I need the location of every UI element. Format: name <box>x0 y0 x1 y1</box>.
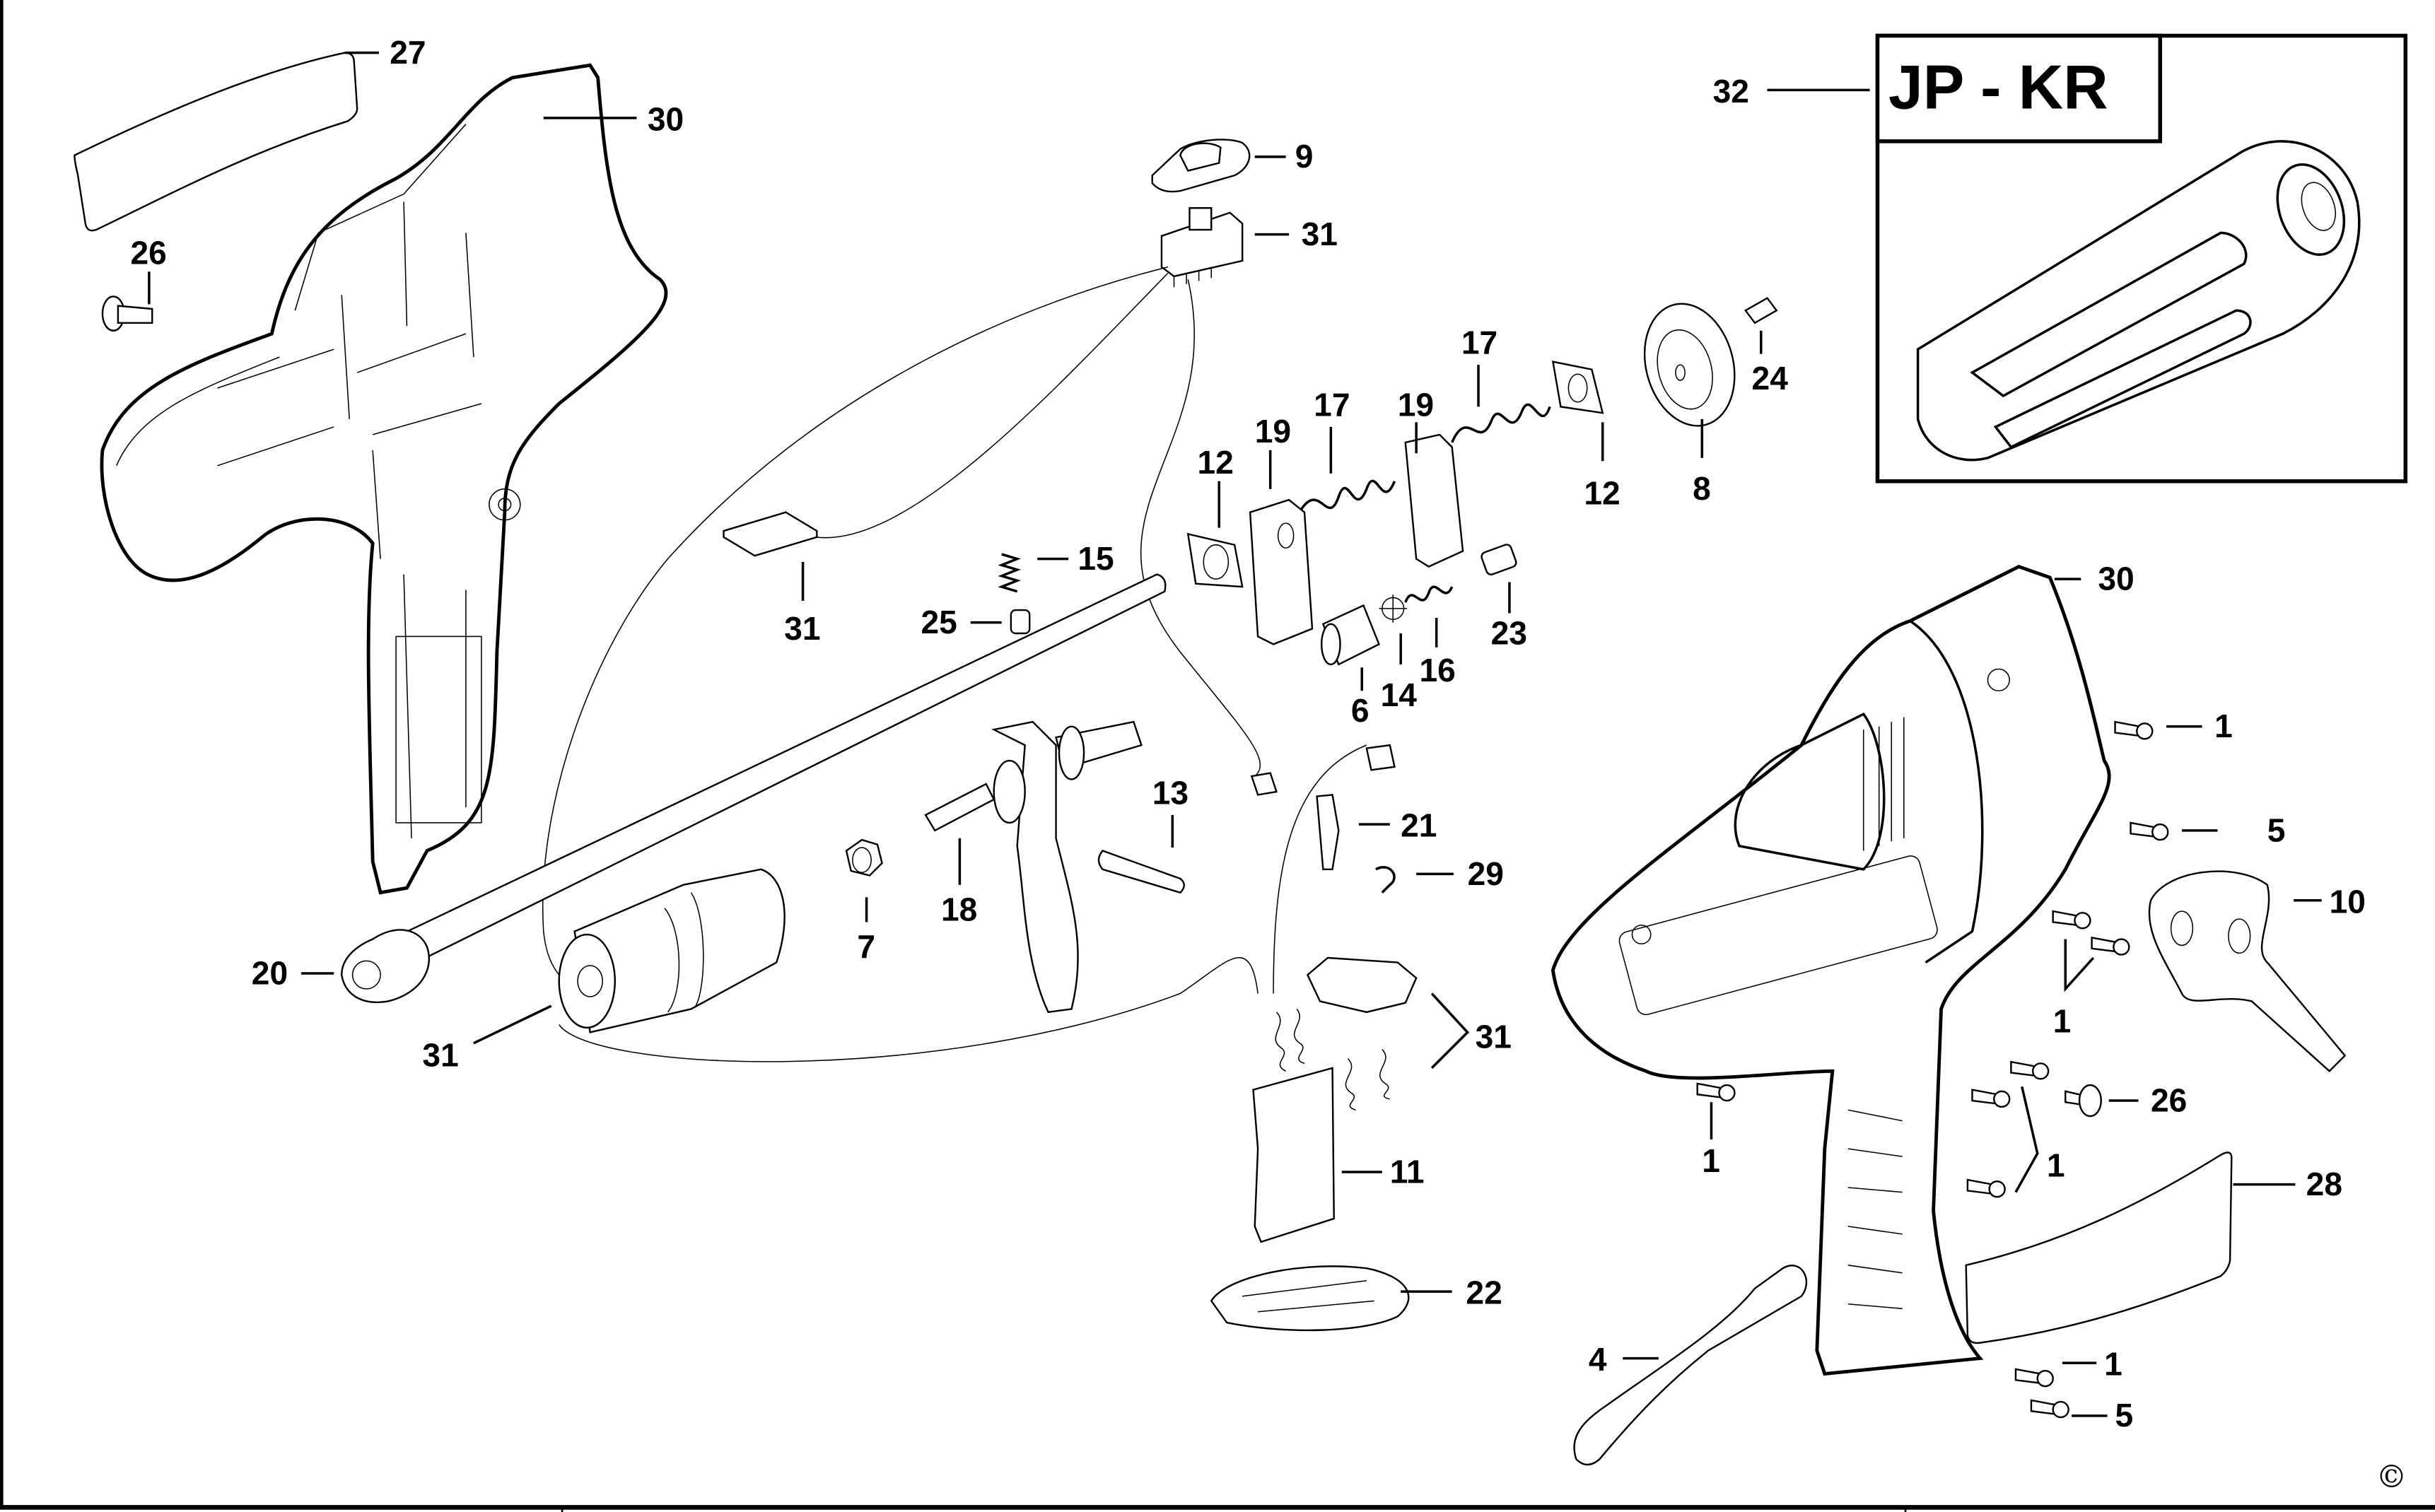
callout-22[interactable]: 22 <box>1466 1274 1502 1311</box>
callout-5-top[interactable]: 5 <box>2267 811 2286 848</box>
torsion-spring-29-drawing[interactable] <box>1375 866 1396 893</box>
region-variant-box <box>1875 33 2408 484</box>
trigger-18-drawing[interactable] <box>924 720 1143 1014</box>
callout-26-left[interactable]: 26 <box>131 234 167 271</box>
pin-13-drawing[interactable] <box>1097 850 1185 894</box>
clip-drawing[interactable] <box>1365 744 1396 771</box>
callout-7[interactable]: 7 <box>857 928 875 965</box>
leader-lines <box>148 51 2322 1417</box>
valve-23-drawing[interactable] <box>1481 544 1518 576</box>
screw-1-lower-c-drawing[interactable] <box>1966 1178 2006 1198</box>
switch-31-drawing[interactable] <box>1160 207 1244 288</box>
callout-16[interactable]: 16 <box>1420 652 1456 688</box>
spring-15-drawing[interactable] <box>998 553 1021 593</box>
copyright-mark: © <box>2376 1459 2407 1495</box>
callout-24[interactable]: 24 <box>1752 360 1789 397</box>
screw-1-lower-b-drawing[interactable] <box>1971 1089 2011 1108</box>
callout-17-right[interactable]: 17 <box>1461 324 1497 361</box>
screw-1-mid-a-drawing[interactable] <box>2052 910 2091 930</box>
jp-kr-housing-drawing[interactable] <box>1916 140 2361 462</box>
callout-31-heater[interactable]: 31 <box>422 1037 458 1074</box>
callout-28[interactable]: 28 <box>2306 1166 2342 1202</box>
callout-26-right[interactable]: 26 <box>2151 1082 2187 1118</box>
ball-14-drawing[interactable] <box>1379 594 1407 623</box>
stand-10-drawing[interactable] <box>2148 870 2347 1072</box>
callout-32[interactable]: 32 <box>1713 73 1749 110</box>
battery-contacts-31-drawing[interactable] <box>1275 956 1418 1110</box>
wiring-drawing <box>542 266 1367 1062</box>
bushing-12-right-drawing[interactable] <box>1551 361 1604 414</box>
callout-labels: 27 30 26 9 31 32 19 17 19 17 12 12 8 24 … <box>131 34 2407 1495</box>
screw-26-right-drawing[interactable] <box>2065 1084 2102 1118</box>
callout-25[interactable]: 25 <box>921 604 957 640</box>
callout-29[interactable]: 29 <box>1468 855 1504 892</box>
callout-21[interactable]: 21 <box>1401 807 1437 844</box>
label-28-drawing[interactable] <box>1965 1151 2233 1344</box>
screw-5-right-top-drawing[interactable] <box>2130 821 2169 841</box>
callout-19-right[interactable]: 19 <box>1398 387 1434 423</box>
disc-8-drawing[interactable] <box>1632 293 1748 436</box>
terminal-21-drawing[interactable] <box>1316 794 1340 871</box>
callout-10[interactable]: 10 <box>2330 883 2366 920</box>
nozzle-rod-20-drawing[interactable] <box>341 573 1167 1003</box>
screw-5-bottom-drawing[interactable] <box>2030 1399 2069 1419</box>
callout-20[interactable]: 20 <box>252 954 288 991</box>
callout-30-right[interactable]: 30 <box>2098 561 2134 597</box>
screw-1-right-top-drawing[interactable] <box>2114 720 2154 740</box>
callout-13[interactable]: 13 <box>1152 775 1189 811</box>
spring-17-left-drawing[interactable] <box>1300 479 1396 510</box>
callout-30-left[interactable]: 30 <box>648 100 684 137</box>
spring-17-right-drawing[interactable] <box>1451 403 1551 443</box>
lever-19-right-drawing[interactable] <box>1404 433 1464 568</box>
callout-12-right[interactable]: 12 <box>1584 475 1620 512</box>
label-27-drawing[interactable] <box>74 52 358 232</box>
callout-31-board[interactable]: 31 <box>784 610 820 647</box>
callout-14[interactable]: 14 <box>1381 676 1418 713</box>
callout-1-lower[interactable]: 1 <box>2047 1147 2065 1184</box>
screw-1-lower-a-drawing[interactable] <box>2010 1060 2050 1080</box>
callout-31-switch[interactable]: 31 <box>1302 216 1338 252</box>
plunger-25-drawing[interactable] <box>1010 609 1031 635</box>
sleeve-6-drawing[interactable] <box>1320 604 1380 666</box>
screw-1-grip-drawing[interactable] <box>1696 1082 1736 1102</box>
strap-4-drawing[interactable] <box>1573 1265 1808 1466</box>
callout-6[interactable]: 6 <box>1351 692 1370 729</box>
callout-12-left[interactable]: 12 <box>1197 444 1233 481</box>
screw-26-left-drawing[interactable] <box>101 295 153 332</box>
lever-19-left-drawing[interactable] <box>1249 498 1314 645</box>
callout-5-bottom[interactable]: 5 <box>2115 1397 2134 1434</box>
callout-31-contacts[interactable]: 31 <box>1476 1018 1512 1055</box>
screw-1-bottom-drawing[interactable] <box>2014 1368 2054 1388</box>
bushing-12-left-drawing[interactable] <box>1186 532 1244 588</box>
heater-31-drawing[interactable] <box>558 868 786 1033</box>
housing-left-drawing[interactable] <box>100 63 668 895</box>
circuit-board-31-drawing[interactable] <box>723 511 818 557</box>
spring-16-drawing[interactable] <box>1404 585 1454 603</box>
battery-cover-11-drawing[interactable] <box>1252 1067 1335 1243</box>
base-22-drawing[interactable] <box>1210 1265 1410 1332</box>
pin-24-drawing[interactable] <box>1744 297 1778 324</box>
callout-27[interactable]: 27 <box>390 34 426 71</box>
callout-11[interactable]: 11 <box>1390 1153 1425 1190</box>
callout-19-left[interactable]: 19 <box>1255 413 1291 450</box>
housing-right-drawing[interactable] <box>1551 564 2111 1376</box>
connector-drawing[interactable] <box>1250 772 1278 796</box>
region-badge-text: JP - KR <box>1888 52 2108 122</box>
callout-8[interactable]: 8 <box>1693 470 1711 507</box>
variant-badge-frame <box>1875 33 2162 143</box>
screw-1-mid-b-drawing[interactable] <box>2091 936 2130 956</box>
callout-1-mid[interactable]: 1 <box>2053 1002 2072 1039</box>
callout-4[interactable]: 4 <box>1589 1341 1607 1378</box>
callout-1-top[interactable]: 1 <box>2214 708 2233 744</box>
callout-1-grip[interactable]: 1 <box>1702 1142 1720 1179</box>
callout-1-bottom[interactable]: 1 <box>2104 1346 2122 1383</box>
callout-15[interactable]: 15 <box>1078 540 1114 577</box>
callout-23[interactable]: 23 <box>1491 614 1527 651</box>
callout-9[interactable]: 9 <box>1295 138 1314 175</box>
callout-17-left[interactable]: 17 <box>1314 387 1350 423</box>
callout-18[interactable]: 18 <box>941 891 977 927</box>
nut-7-drawing[interactable] <box>845 838 883 877</box>
